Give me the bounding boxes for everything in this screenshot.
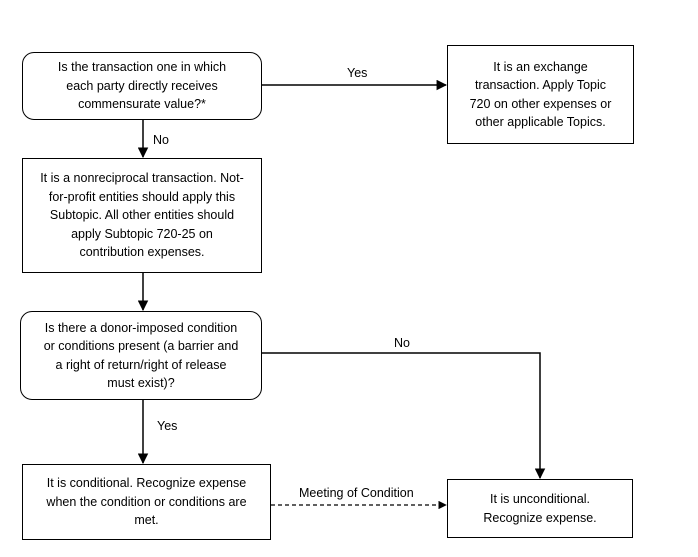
edge-label-no-unconditional: No: [394, 336, 410, 350]
edge-label-meeting-of-condition: Meeting of Condition: [299, 486, 414, 500]
question-donor-condition-node: Is there a donor-imposed condition or co…: [20, 311, 262, 400]
edge-label-yes-exchange: Yes: [347, 66, 368, 80]
question-commensurate-value-node: Is the transaction one in which each par…: [22, 52, 262, 120]
unconditional-expense-node: It is unconditional. Recognize expense.: [447, 479, 633, 538]
edge-label-no-nonreciprocal: No: [153, 133, 169, 147]
nonreciprocal-transaction-node: It is a nonreciprocal transaction. Not- …: [22, 158, 262, 273]
conditional-expense-node: It is conditional. Recognize expense whe…: [22, 464, 271, 540]
edge-q2-to-unconditional: [262, 352, 546, 480]
edge-label-yes-conditional: Yes: [157, 419, 178, 433]
exchange-transaction-node: It is an exchange transaction. Apply Top…: [447, 45, 634, 144]
